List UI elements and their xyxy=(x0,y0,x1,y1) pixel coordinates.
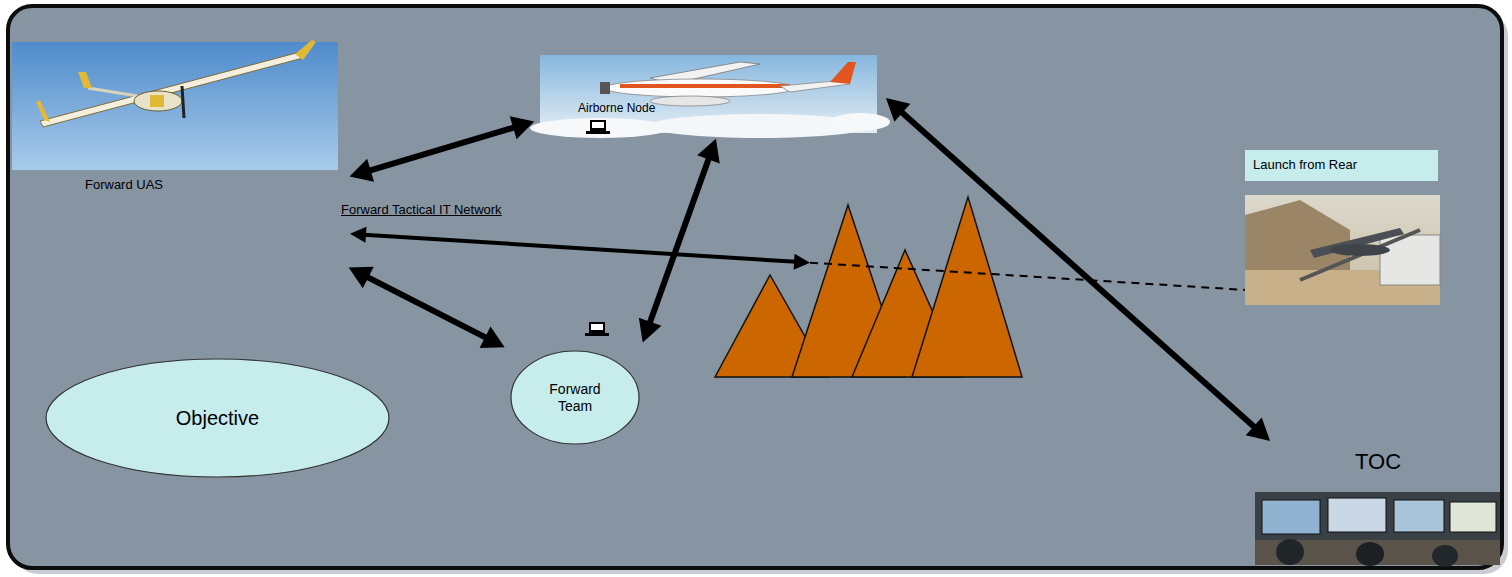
glider-pod xyxy=(150,95,164,107)
laptop-display xyxy=(591,324,603,330)
uas-photo xyxy=(12,40,338,170)
connector xyxy=(349,267,505,348)
panel-ground xyxy=(8,6,1502,568)
launch-node: Launch from Rear xyxy=(1245,150,1440,305)
connector-line xyxy=(649,157,709,323)
objective-ellipse: Objective xyxy=(45,358,390,478)
mountain xyxy=(912,197,1022,377)
node-label: TOC xyxy=(1355,449,1401,474)
connector-line xyxy=(369,127,515,171)
glider-wing xyxy=(40,52,303,127)
propeller xyxy=(600,82,610,94)
aircraft-body xyxy=(605,79,795,97)
ellipse-shape xyxy=(511,351,639,444)
laptop-base xyxy=(585,333,609,336)
screen xyxy=(1328,498,1386,532)
connector xyxy=(886,98,1270,441)
team-ellipse: Forward Team xyxy=(510,350,640,445)
wing-tip xyxy=(295,40,316,60)
airborne-photo xyxy=(530,55,890,138)
screen xyxy=(1450,502,1496,532)
laptop-icon xyxy=(585,322,609,336)
propeller xyxy=(182,86,184,118)
node-label: Forward UAS xyxy=(85,178,163,193)
desk xyxy=(1255,540,1500,565)
glider-body xyxy=(134,91,182,111)
connector xyxy=(350,116,535,181)
cloud xyxy=(530,118,670,138)
airborne-node: Airborne Node xyxy=(540,55,877,133)
aircraft-pod xyxy=(650,96,730,106)
mountains xyxy=(715,197,1022,377)
person xyxy=(1356,542,1384,566)
photo-sky xyxy=(12,42,338,170)
dashed-line xyxy=(810,263,1245,290)
person xyxy=(1432,545,1458,567)
connector xyxy=(639,139,720,343)
connector-line xyxy=(366,277,486,339)
launch-photo xyxy=(1245,195,1440,305)
laptop-icon xyxy=(586,120,610,134)
aircraft-stripe xyxy=(620,84,790,88)
panel xyxy=(8,6,1508,574)
node-label: Objective xyxy=(176,407,259,430)
aircraft-tail xyxy=(830,62,856,84)
room xyxy=(1255,492,1500,565)
uav-wing xyxy=(1310,228,1404,258)
person xyxy=(1276,539,1304,565)
laptop-base xyxy=(586,131,610,134)
connector-line xyxy=(364,235,796,262)
node-label: Forward Team xyxy=(544,381,606,413)
laptop-screen xyxy=(590,120,606,131)
screen xyxy=(1262,500,1320,534)
wing-tip xyxy=(36,100,50,122)
node-label: Airborne Node xyxy=(578,102,655,116)
uav-body xyxy=(1330,244,1390,256)
tail-fin xyxy=(78,72,92,88)
ellipse-shape xyxy=(46,359,389,477)
laptop-screen xyxy=(589,322,605,333)
screen xyxy=(1394,500,1444,532)
node-label: Launch from Rear xyxy=(1245,150,1438,181)
cloud xyxy=(830,113,890,131)
network-label: Forward Tactical IT Network xyxy=(341,203,502,218)
connector xyxy=(350,227,1245,290)
connector-line xyxy=(901,111,1255,427)
toc-node: TOC xyxy=(1255,445,1500,565)
toc-photo xyxy=(1255,492,1500,567)
uas-photo-node: Forward UAS xyxy=(12,42,338,270)
photo-sky xyxy=(1245,195,1440,305)
laptop-display xyxy=(592,122,604,128)
